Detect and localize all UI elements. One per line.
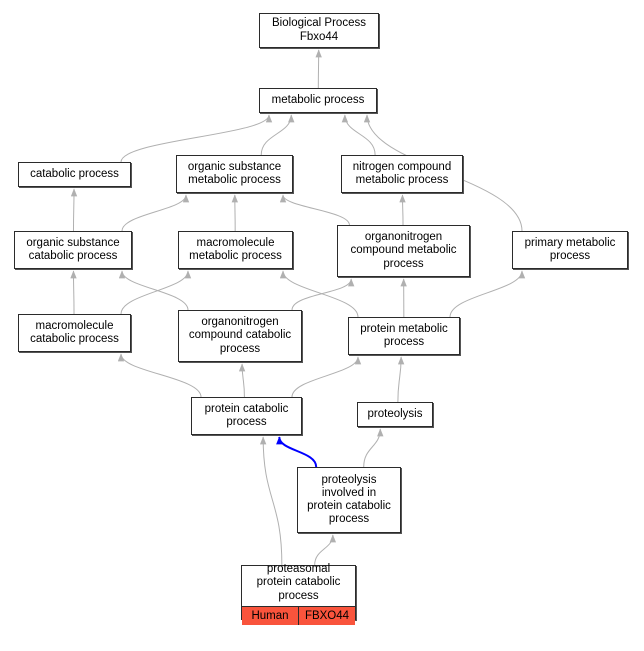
- go-term-label: nitrogen compound metabolic process: [352, 160, 452, 186]
- go-term-node-org_sub_met[interactable]: organic substance metabolic process: [176, 155, 293, 193]
- go-term-label: catabolic process: [30, 167, 119, 180]
- edge-org_sub_met-to-metabolic: [260, 114, 295, 156]
- edge-macro_cat-to-org_sub_cat: [70, 270, 77, 315]
- edge-catabolic-to-metabolic: [120, 114, 273, 163]
- edge-nitro_met-to-metabolic: [341, 114, 376, 156]
- go-term-label: Biological Process Fbxo44: [272, 17, 366, 43]
- edge-orgn_cat-to-orgn_met: [291, 278, 355, 311]
- edge-orgn_cat-to-org_sub_cat: [118, 270, 189, 311]
- go-term-node-macro_cat[interactable]: macromolecule catabolic process: [18, 314, 131, 352]
- go-term-node-prot_inv[interactable]: proteolysis involved in protein cataboli…: [297, 467, 401, 533]
- go-term-label: proteasomal protein catabolic process: [256, 563, 341, 602]
- go-term-label: macromolecule metabolic process: [189, 236, 282, 262]
- gene-organism[interactable]: Human: [242, 606, 299, 625]
- go-term-node-nitro_met[interactable]: nitrogen compound metabolic process: [341, 155, 463, 193]
- go-term-label: proteolysis involved in protein cataboli…: [307, 473, 391, 526]
- go-term-node-org_sub_cat[interactable]: organic substance catabolic process: [14, 231, 132, 269]
- go-term-node-prot_cat[interactable]: protein catabolic process: [191, 397, 302, 435]
- edge-prot_met-to-macro_met: [279, 270, 359, 318]
- edge-prot_cat-to-macro_cat: [117, 353, 202, 398]
- edge-prot_cat-to-prot_met: [291, 356, 362, 398]
- go-term-label: organonitrogen compound catabolic proces…: [188, 316, 292, 355]
- go-term-label: organic substance metabolic process: [187, 160, 282, 186]
- go-term-label: protein catabolic process: [204, 402, 289, 428]
- edge-proteasomal-to-prot_cat: [259, 436, 283, 566]
- go-term-node-proteolysis[interactable]: proteolysis: [357, 402, 433, 427]
- go-term-label: macromolecule catabolic process: [30, 319, 119, 345]
- go-term-node-orgn_cat[interactable]: organonitrogen compound catabolic proces…: [178, 310, 302, 362]
- go-term-label: organonitrogen compound metabolic proces…: [350, 231, 457, 270]
- edge-macro_cat-to-macro_met: [120, 270, 192, 315]
- edge-proteasomal-to-prot_inv: [314, 534, 337, 566]
- edge-orgn_met-to-nitro_met: [399, 194, 406, 226]
- gene-symbol[interactable]: FBXO44: [304, 609, 350, 622]
- edge-org_sub_cat-to-org_sub_met: [121, 194, 190, 232]
- edge-orgn_met-to-org_sub_met: [279, 194, 350, 226]
- edge-prot_met-to-primary_met: [449, 270, 526, 318]
- gene-annotation-row: Human FBXO44: [242, 605, 355, 625]
- go-term-label: primary metabolic process: [524, 236, 616, 262]
- go-term-node-root[interactable]: Biological Process Fbxo44: [259, 13, 379, 48]
- go-term-node-catabolic[interactable]: catabolic process: [18, 162, 131, 187]
- edge-prot_inv-to-proteolysis: [363, 428, 384, 468]
- go-term-label: metabolic process: [271, 93, 365, 106]
- go-term-node-prot_met[interactable]: protein metabolic process: [348, 317, 460, 355]
- edge-prot_cat-to-orgn_cat: [238, 363, 246, 398]
- go-term-label: protein metabolic process: [360, 322, 448, 348]
- edge-prot_inv-to-prot_cat: [276, 436, 318, 468]
- edge-org_sub_cat-to-catabolic: [70, 188, 78, 232]
- go-term-node-macro_met[interactable]: macromolecule metabolic process: [178, 231, 293, 269]
- go-term-node-primary_met[interactable]: primary metabolic process: [512, 231, 628, 269]
- go-term-label: organic substance catabolic process: [26, 236, 120, 262]
- go-term-label: proteolysis: [367, 407, 423, 420]
- go-term-node-orgn_met[interactable]: organonitrogen compound metabolic proces…: [337, 225, 470, 277]
- edge-proteolysis-to-prot_met: [397, 356, 405, 403]
- go-term-node-metabolic[interactable]: metabolic process: [259, 88, 377, 113]
